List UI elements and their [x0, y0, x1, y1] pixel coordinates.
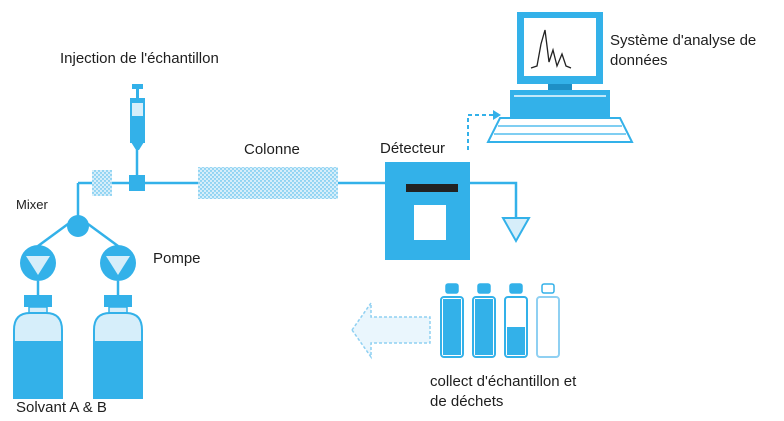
label-pompe: Pompe	[153, 250, 201, 267]
label-collect-line1: collect d'échantillon et	[430, 373, 577, 390]
vial-icon	[536, 283, 560, 358]
label-mixer: Mixer	[16, 197, 48, 212]
vial-icon	[472, 283, 496, 358]
syringe-icon	[130, 84, 145, 150]
waste-funnel-icon	[501, 217, 531, 244]
mixer-filter	[92, 170, 112, 196]
detector-output-line	[470, 181, 518, 218]
arrow-left-icon	[351, 300, 431, 360]
collection-vials	[440, 283, 560, 358]
label-injection: Injection de l'échantillon	[60, 50, 219, 67]
detector	[385, 162, 470, 260]
data-signal-arrowhead	[493, 110, 501, 120]
label-colonne: Colonne	[244, 141, 300, 158]
vial-icon	[440, 283, 464, 358]
label-solvant: Solvant A & B	[16, 399, 107, 416]
solvent-bottle-right	[93, 295, 143, 399]
mixer-pump-right-line	[87, 222, 119, 248]
mixer-node	[67, 215, 89, 237]
column	[198, 167, 338, 199]
pump-right	[100, 245, 136, 296]
mixer-pump-left-line	[37, 222, 69, 248]
label-collect-line2: de déchets	[430, 393, 504, 410]
vial-icon	[504, 283, 528, 358]
computer-monitor-icon	[486, 12, 634, 143]
injector-valve	[129, 175, 145, 191]
solvent-bottle-left	[13, 295, 63, 399]
pump-left	[20, 245, 56, 296]
label-systeme-line2: données	[610, 52, 668, 69]
label-systeme-line1: Système d'analyse de	[610, 32, 757, 49]
label-detecteur: Détecteur	[380, 140, 446, 157]
data-signal-line	[467, 114, 495, 150]
